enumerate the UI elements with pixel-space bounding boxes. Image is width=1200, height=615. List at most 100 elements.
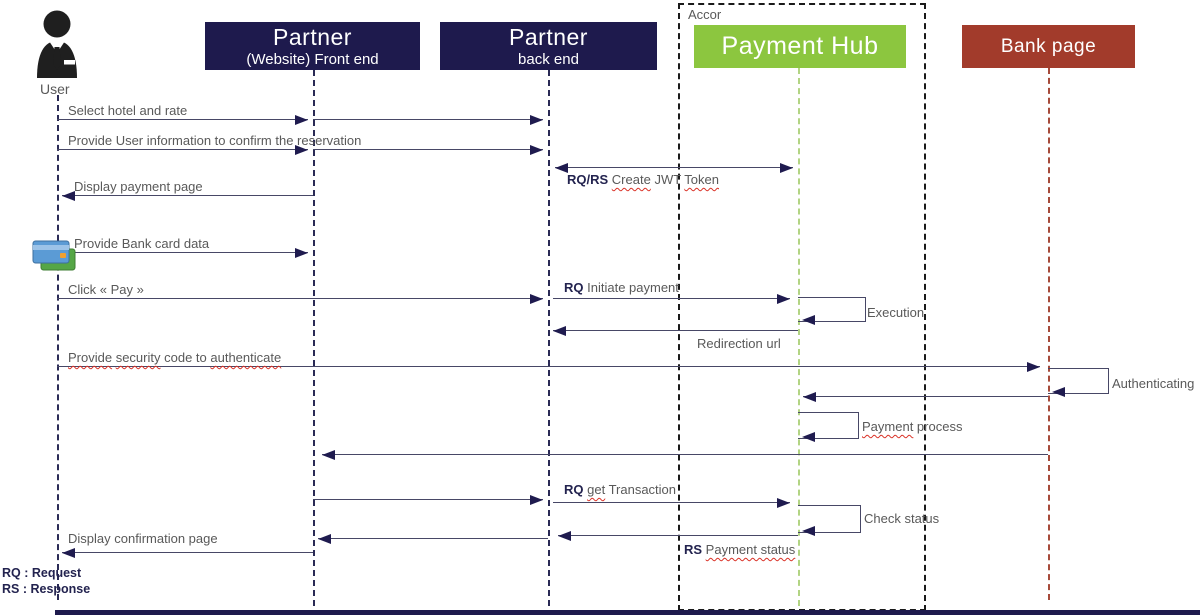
loop-label-check-status-loop: Check status bbox=[864, 511, 939, 526]
message-label-provide-user-info-user-to-frontend: Provide User information to confirm the … bbox=[68, 133, 361, 148]
message-label-create-jwt-token: RQ/RS Create JWT Token bbox=[567, 172, 719, 187]
label-text: security bbox=[115, 350, 161, 365]
label-text: Payment status bbox=[705, 542, 796, 557]
message-arrow-bank-to-frontend-return bbox=[322, 454, 1048, 455]
actor-hub: Payment Hub bbox=[694, 25, 906, 68]
actor-title: Payment Hub bbox=[721, 32, 879, 61]
arrowhead-backend-to-frontend-return bbox=[318, 534, 331, 544]
arrowhead-provide-security-code bbox=[1027, 362, 1040, 372]
label-text: Provide User information to confirm the … bbox=[68, 133, 362, 148]
arrowhead-display-payment-page bbox=[62, 191, 75, 201]
arrowhead-provide-user-info-user-to-frontend bbox=[295, 145, 308, 155]
user-icon bbox=[37, 10, 77, 78]
arrowhead-display-confirmation-page bbox=[62, 548, 75, 558]
message-arrow-display-payment-page bbox=[62, 195, 313, 196]
actor-subtitle: back end bbox=[518, 50, 579, 68]
label-text: Click « Pay » bbox=[68, 282, 144, 297]
lifeline-hub bbox=[798, 68, 800, 606]
label-text: RS bbox=[684, 542, 706, 557]
actor-frontend: Partner(Website) Front end bbox=[205, 22, 420, 70]
label-text: JWT bbox=[650, 172, 685, 187]
label-text: Check status bbox=[864, 511, 940, 526]
credit-card-icon bbox=[32, 240, 76, 271]
label-text: Display confirmation page bbox=[68, 531, 218, 546]
message-label-rq-initiate-payment: RQ Initiate payment bbox=[564, 280, 679, 295]
message-arrow-rq-get-transaction-backend-to-hub bbox=[553, 502, 790, 503]
loop-label-payment-process-loop: Payment process bbox=[862, 419, 962, 434]
actor-title: Partner bbox=[273, 24, 352, 51]
actor-subtitle: (Website) Front end bbox=[246, 50, 379, 68]
label-text: Token bbox=[684, 172, 719, 187]
message-arrow-rs-payment-status bbox=[558, 535, 798, 536]
lifeline-backend bbox=[548, 70, 550, 606]
message-arrow-click-pay bbox=[57, 298, 543, 299]
label-text: process bbox=[913, 419, 963, 434]
arrowhead-redirection-url bbox=[553, 326, 566, 336]
legend: RQ : Request RS : Response bbox=[2, 566, 90, 597]
message-label-rq-get-transaction-frontend-to-backend: RQ get Transaction bbox=[564, 482, 676, 497]
arrowhead-bank-to-frontend-return bbox=[322, 450, 335, 460]
message-arrow-provide-security-code bbox=[57, 366, 1040, 367]
payment-process-loop bbox=[798, 412, 859, 439]
label-text: Initiate payment bbox=[587, 280, 679, 295]
message-arrow-provide-bank-card-data bbox=[57, 252, 308, 253]
lifeline-bank bbox=[1048, 68, 1050, 600]
label-text: get bbox=[587, 482, 606, 497]
label-text: Redirection url bbox=[697, 336, 781, 351]
lifeline-user bbox=[57, 95, 59, 600]
label-text: RQ bbox=[564, 482, 588, 497]
message-label-provide-bank-card-data: Provide Bank card data bbox=[74, 236, 209, 251]
arrowhead-authenticating-loop bbox=[1052, 387, 1065, 397]
arrowhead-provide-user-info-frontend-to-backend bbox=[530, 145, 543, 155]
message-arrow-create-jwt-token bbox=[555, 167, 793, 168]
lifeline-frontend bbox=[313, 70, 315, 606]
label-text: Execution bbox=[867, 305, 925, 320]
actor-bank: Bank page bbox=[962, 25, 1135, 68]
message-label-display-payment-page: Display payment page bbox=[74, 179, 203, 194]
label-text: authenticate bbox=[210, 350, 282, 365]
message-arrow-select-hotel-frontend-to-backend bbox=[313, 119, 543, 120]
arrowhead-rq-initiate-payment bbox=[777, 294, 790, 304]
arrowhead-select-hotel-frontend-to-backend bbox=[530, 115, 543, 125]
message-arrow-backend-to-frontend-return bbox=[318, 538, 548, 539]
label-text: code to bbox=[160, 350, 211, 365]
arrowhead-execution-loop bbox=[802, 315, 815, 325]
footer-bar bbox=[55, 610, 1200, 615]
execution-loop bbox=[798, 297, 866, 322]
message-label-display-confirmation-page: Display confirmation page bbox=[68, 531, 218, 546]
actor-title: Partner bbox=[509, 24, 588, 51]
label-text: Create bbox=[611, 172, 651, 187]
user-actor-label: User bbox=[40, 81, 70, 97]
label-text: Select hotel and rate bbox=[68, 103, 188, 118]
message-arrow-display-confirmation-page bbox=[62, 552, 313, 553]
message-arrow-rq-get-transaction-frontend-to-backend bbox=[313, 499, 543, 500]
label-text: Payment bbox=[862, 419, 914, 434]
actor-title: Bank page bbox=[1000, 35, 1097, 57]
accor-boundary-label: Accor bbox=[688, 7, 722, 22]
message-label-click-pay: Click « Pay » bbox=[68, 282, 144, 297]
message-label-select-hotel-user-to-frontend: Select hotel and rate bbox=[68, 103, 187, 118]
legend-rs: RS : Response bbox=[2, 581, 91, 596]
arrowhead-check-status-loop bbox=[802, 526, 815, 536]
arrowhead-select-hotel-user-to-frontend bbox=[295, 115, 308, 125]
label-text: Transaction bbox=[605, 482, 677, 497]
label-text: Provide bbox=[68, 350, 113, 365]
label-text: RQ bbox=[564, 280, 588, 295]
message-label-provide-security-code: Provide security code to authenticate bbox=[68, 350, 281, 365]
loop-label-authenticating-loop: Authenticating bbox=[1112, 376, 1194, 391]
arrowhead-payment-process-loop bbox=[802, 432, 815, 442]
arrowhead-create-jwt-token bbox=[555, 163, 568, 173]
message-arrow-select-hotel-user-to-frontend bbox=[57, 119, 308, 120]
message-label-rs-payment-status: RS Payment status bbox=[684, 542, 795, 557]
message-label-redirection-url: Redirection url bbox=[697, 336, 781, 351]
message-arrow-rq-initiate-payment bbox=[553, 298, 790, 299]
label-text: RQ/RS bbox=[567, 172, 612, 187]
arrowhead-provide-bank-card-data bbox=[295, 248, 308, 258]
arrowhead-create-jwt-token bbox=[780, 163, 793, 173]
arrowhead-click-pay bbox=[530, 294, 543, 304]
arrowhead-bank-to-hub-return bbox=[803, 392, 816, 402]
legend-rq: RQ : Request bbox=[2, 566, 82, 580]
label-text: Provide Bank card data bbox=[74, 236, 210, 251]
